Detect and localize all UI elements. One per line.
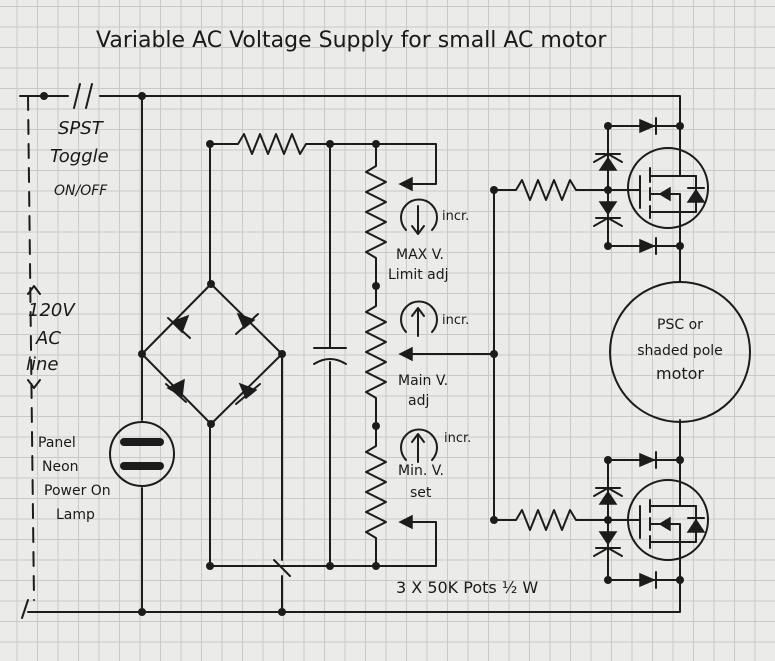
min-pot-label-1: Min. V. <box>398 463 444 479</box>
upper-mosfet-group <box>593 117 709 255</box>
main-pot-label-2: adj <box>408 393 430 409</box>
switch-label-3: ON/OFF <box>54 183 108 199</box>
min-pot-label-2: set <box>410 485 432 501</box>
gate-resistor-lower <box>493 509 641 531</box>
max-pot-incr: incr. <box>442 209 470 224</box>
max-pot-label-2: Limit adj <box>388 267 449 283</box>
motor-label-2: shaded pole <box>637 343 723 359</box>
bottom-rail <box>27 579 681 613</box>
motor-symbol <box>609 281 751 423</box>
neon-label-3: Power On <box>44 483 111 499</box>
motor-label-3: motor <box>655 364 704 383</box>
top-resistor <box>209 133 377 155</box>
switch-label-1: SPST <box>58 118 103 139</box>
neon-label-1: Panel <box>38 435 76 451</box>
ac-line-label-1: 120V <box>28 300 75 321</box>
ac-line-dashed <box>27 95 35 601</box>
neon-lamp-symbol <box>109 421 175 487</box>
switch-label-2: Toggle <box>50 146 109 167</box>
lower-mosfet-group <box>593 451 709 589</box>
motor-label-1: PSC or <box>657 317 703 333</box>
gate-resistor-upper <box>493 179 641 201</box>
max-pot-label-1: MAX V. <box>396 247 444 263</box>
pots-rating: 3 X 50K Pots ½ W <box>396 578 539 597</box>
ac-line-label-2: AC <box>36 328 61 349</box>
neon-label-2: Neon <box>42 459 79 475</box>
capacitor-symbol <box>313 347 347 365</box>
spst-switch-symbol <box>40 83 93 109</box>
potentiometer-chain <box>365 140 495 570</box>
min-pot-incr: incr. <box>444 431 472 446</box>
capacitor-wire <box>329 143 377 567</box>
ac-line-label-3: line <box>26 354 59 375</box>
main-pot-label-1: Main V. <box>398 373 449 389</box>
neon-label-4: Lamp <box>56 507 95 523</box>
diagram-title: Variable AC Voltage Supply for small AC … <box>96 28 607 53</box>
top-rail <box>19 95 681 127</box>
bridge-rectifier <box>138 140 331 616</box>
main-pot-incr: incr. <box>442 313 470 328</box>
